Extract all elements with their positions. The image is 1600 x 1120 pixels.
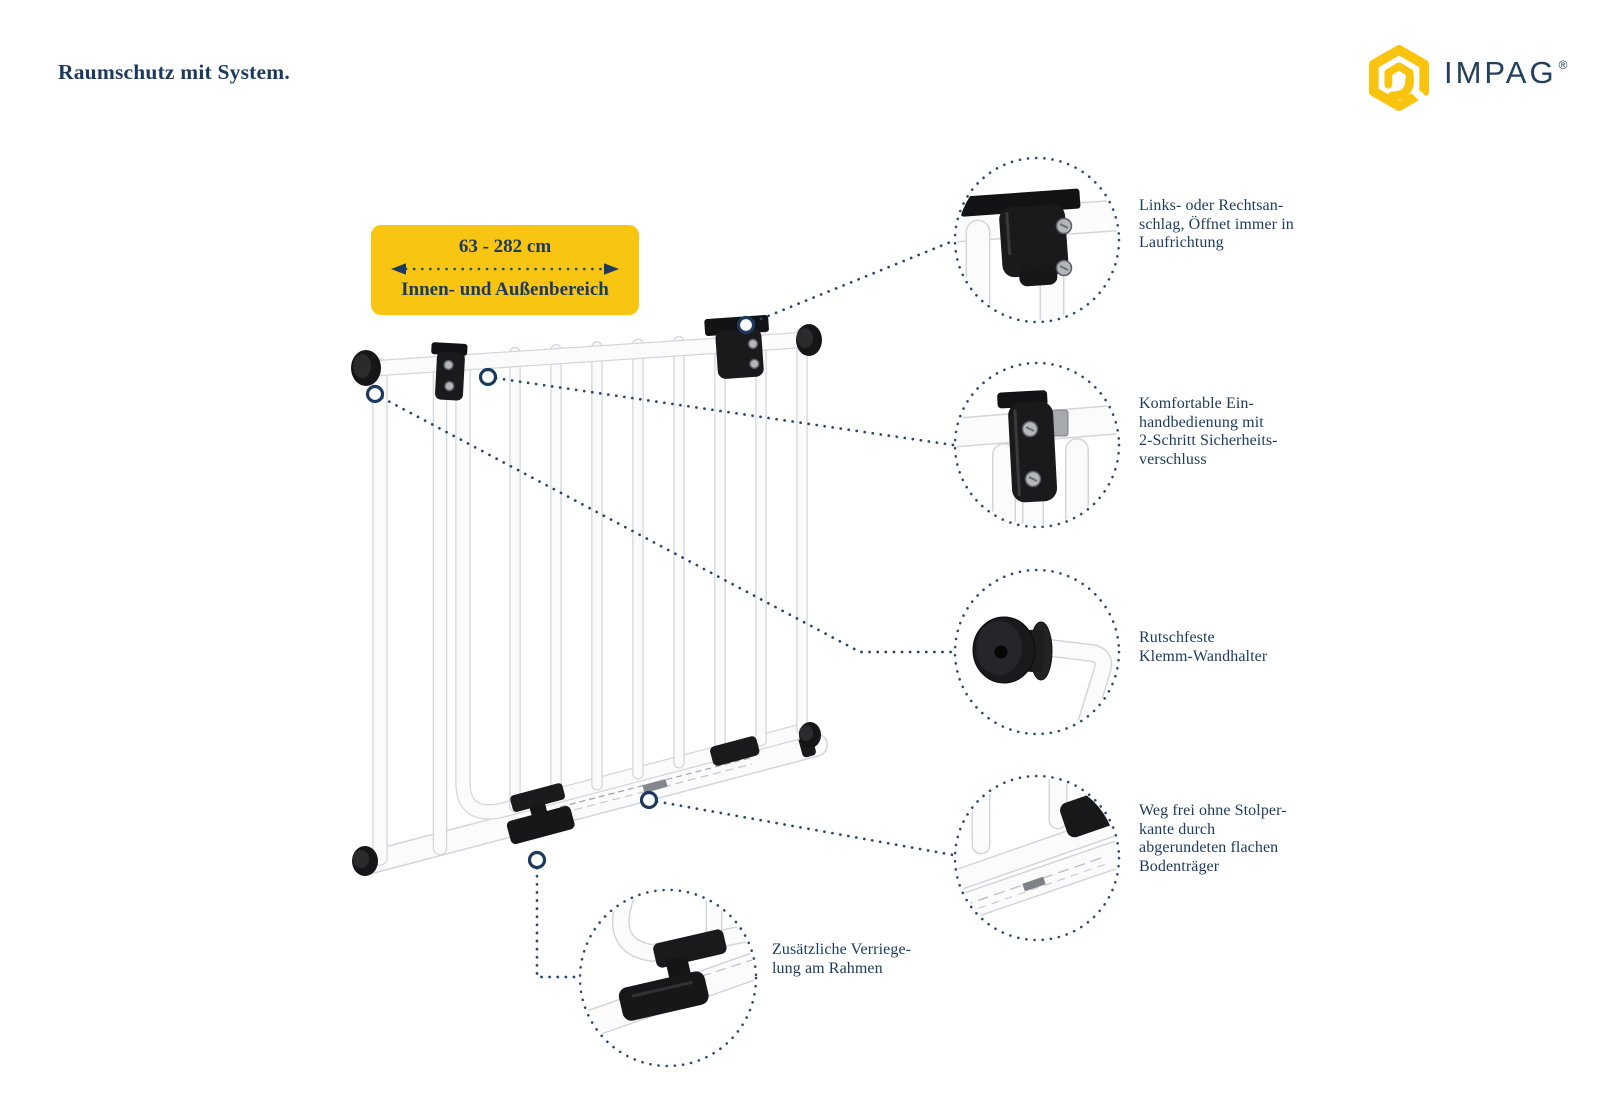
brand-logo: IMPAG®	[1368, 45, 1570, 111]
connector-lines	[373, 239, 955, 979]
callout-circle-floor-bar	[953, 774, 1121, 942]
gate-bars	[509, 327, 808, 813]
impag-hexagon-icon	[1368, 45, 1430, 111]
callout-label-latch: Komfortable Ein- handbedienung mit 2-Sch…	[1139, 395, 1278, 468]
double-arrow-icon	[391, 263, 619, 275]
callout-label-wall-holder: Rutschfeste Klemm-Wandhalter	[1139, 629, 1268, 665]
callout-circle-wall-holder	[953, 568, 1121, 736]
gate-wall-spindles	[351, 324, 822, 876]
size-range: 63 - 282 cm	[458, 236, 552, 257]
gate	[351, 314, 828, 876]
registered-mark: ®	[1558, 58, 1571, 72]
callout-label-floor-bar: Weg frei ohne Stolper- kante durch abger…	[1139, 802, 1287, 875]
page-title: Raumschutz mit System.	[58, 60, 290, 84]
callout-circle-latch	[953, 361, 1121, 529]
callout-label-hinge: Links- oder Rechtsan- schlag, Öffnet imm…	[1139, 197, 1294, 251]
callout-circle-hinge	[953, 156, 1121, 324]
gate-right-floor-clamp	[710, 736, 760, 766]
anchor-markers	[365, 315, 756, 870]
brand-name: IMPAG®	[1444, 55, 1571, 90]
callout-label-frame-lock: Zusätzliche Verriege- lung am Rahmen	[772, 941, 912, 977]
usage-area: Innen- und Außenbereich	[401, 279, 609, 300]
gate-frame-lock	[506, 783, 575, 845]
size-badge: 63 - 282 cm Innen- und Außenbereich	[371, 225, 639, 315]
callout-circle-frame-lock	[578, 888, 758, 1068]
gate-latch	[431, 342, 468, 401]
